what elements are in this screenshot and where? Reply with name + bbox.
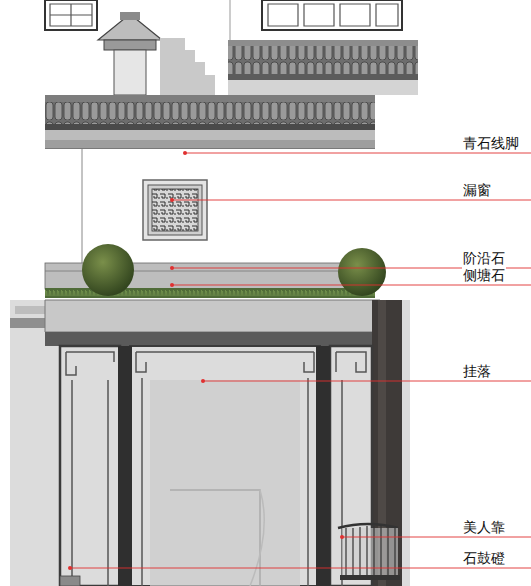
part-label: 美人靠	[462, 519, 506, 535]
part-label: 漏窗	[462, 182, 492, 198]
leader-lines	[70, 153, 531, 568]
bottom-elevation	[10, 300, 410, 586]
part-label: 侧塘石	[462, 267, 506, 283]
part-label: 石鼓磴	[462, 550, 506, 566]
leader-dots	[68, 151, 344, 570]
part-label: 阶沿石	[462, 250, 506, 266]
top-elevation	[45, 0, 418, 298]
part-label: 挂落	[462, 363, 492, 379]
part-label: 青石线脚	[462, 135, 520, 151]
